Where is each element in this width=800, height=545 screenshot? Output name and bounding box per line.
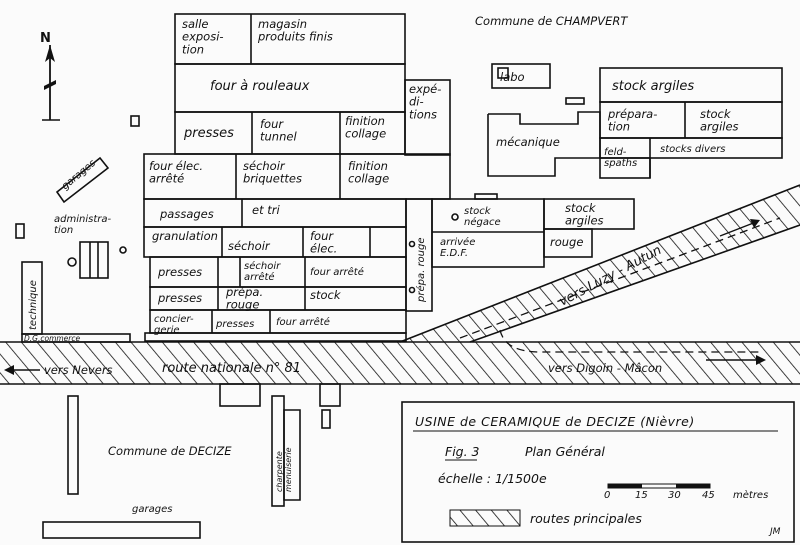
scale-tick-15: 15 — [635, 490, 648, 501]
label-four-arrete-2: four arrêté — [276, 316, 330, 328]
west-south-buildings — [15, 115, 459, 539]
legend-scale-label: échelle : 1/1500e — [438, 471, 547, 486]
label-technique: technique — [28, 280, 39, 330]
label-presses-2: presses — [157, 291, 202, 305]
label-stock-argiles-top: stock argiles — [612, 79, 694, 94]
main-building-block — [143, 13, 635, 342]
east-buildings — [487, 63, 783, 179]
legend-title: USINE de CERAMIQUE de DECIZE (Nièvre) — [415, 414, 695, 429]
commune-decize-label: Commune de DECIZE — [108, 444, 232, 458]
scale-tick-30: 30 — [668, 490, 681, 501]
label-presses-top: presses — [183, 126, 234, 141]
label-vers-digoin-macon: vers Digoin - Mâcon — [548, 361, 662, 375]
label-granulation: granulation — [152, 229, 218, 243]
label-stock: stock — [310, 288, 342, 302]
scale-tick-0: 0 — [604, 490, 610, 501]
label-labo: labo — [500, 70, 525, 84]
label-passages: passages — [159, 207, 214, 221]
route-nationale-band — [0, 342, 800, 384]
label-expeditions: expé-di-tions — [409, 82, 441, 121]
scale-tick-45: 45 — [702, 490, 715, 501]
label-mecanique: mécanique — [496, 135, 560, 149]
commune-champvert-label: Commune de CHAMPVERT — [475, 14, 628, 28]
label-presses-3: presses — [215, 319, 254, 330]
legend-box: USINE de CERAMIQUE de DECIZE (Nièvre) Fi… — [401, 401, 795, 543]
label-rouge: rouge — [550, 235, 583, 249]
label-presses-1: presses — [157, 265, 202, 279]
label-et-tri: et tri — [252, 203, 280, 217]
label-prepa-rouge-vertical: prépa. rouge — [415, 237, 427, 303]
scale-bar — [607, 483, 711, 489]
garages-nw-outline — [55, 156, 110, 204]
labels: Commune de CHAMPVERT Commune de DECIZE s… — [24, 14, 739, 515]
label-feldspaths: feld-spaths — [604, 147, 637, 169]
legend-routes: routes principales — [530, 511, 642, 526]
north-label: N — [40, 31, 51, 46]
label-four-arrete-1: four arrêté — [310, 266, 364, 278]
label-stocks-divers: stocks divers — [660, 144, 725, 155]
legend-road-swatch — [449, 509, 521, 527]
label-vers-nevers: vers Nevers — [44, 363, 113, 377]
scale-unit: mètres — [733, 489, 768, 501]
north-arrow: N — [40, 31, 56, 120]
label-prepa-rouge: prépa.rouge — [225, 285, 263, 312]
label-administration: administra-tion — [54, 214, 111, 236]
label-d-commerce: D.G.commerce — [24, 334, 81, 343]
signature: JM — [768, 527, 781, 537]
legend-subtitle: Plan Général — [525, 444, 605, 459]
label-conciergerie: concier-gerie — [154, 314, 194, 336]
label-preparation: prépara-tion — [607, 107, 657, 134]
label-garages-nw: garages — [60, 158, 98, 192]
digoin-road-dashed — [499, 329, 760, 353]
label-sechoir: séchoir — [228, 239, 271, 253]
label-four-elec-arrete: four élec.arrêté — [149, 159, 203, 186]
label-charpente: charpentemenuiserie — [275, 447, 293, 492]
legend-fig: Fig. 3 — [445, 444, 480, 459]
label-route-nationale: route nationale n° 81 — [162, 361, 301, 376]
label-garages-south: garages — [132, 504, 172, 515]
main-roads — [0, 184, 800, 385]
road-arrows — [4, 219, 766, 375]
label-four-a-rouleaux: four à rouleaux — [210, 79, 310, 94]
